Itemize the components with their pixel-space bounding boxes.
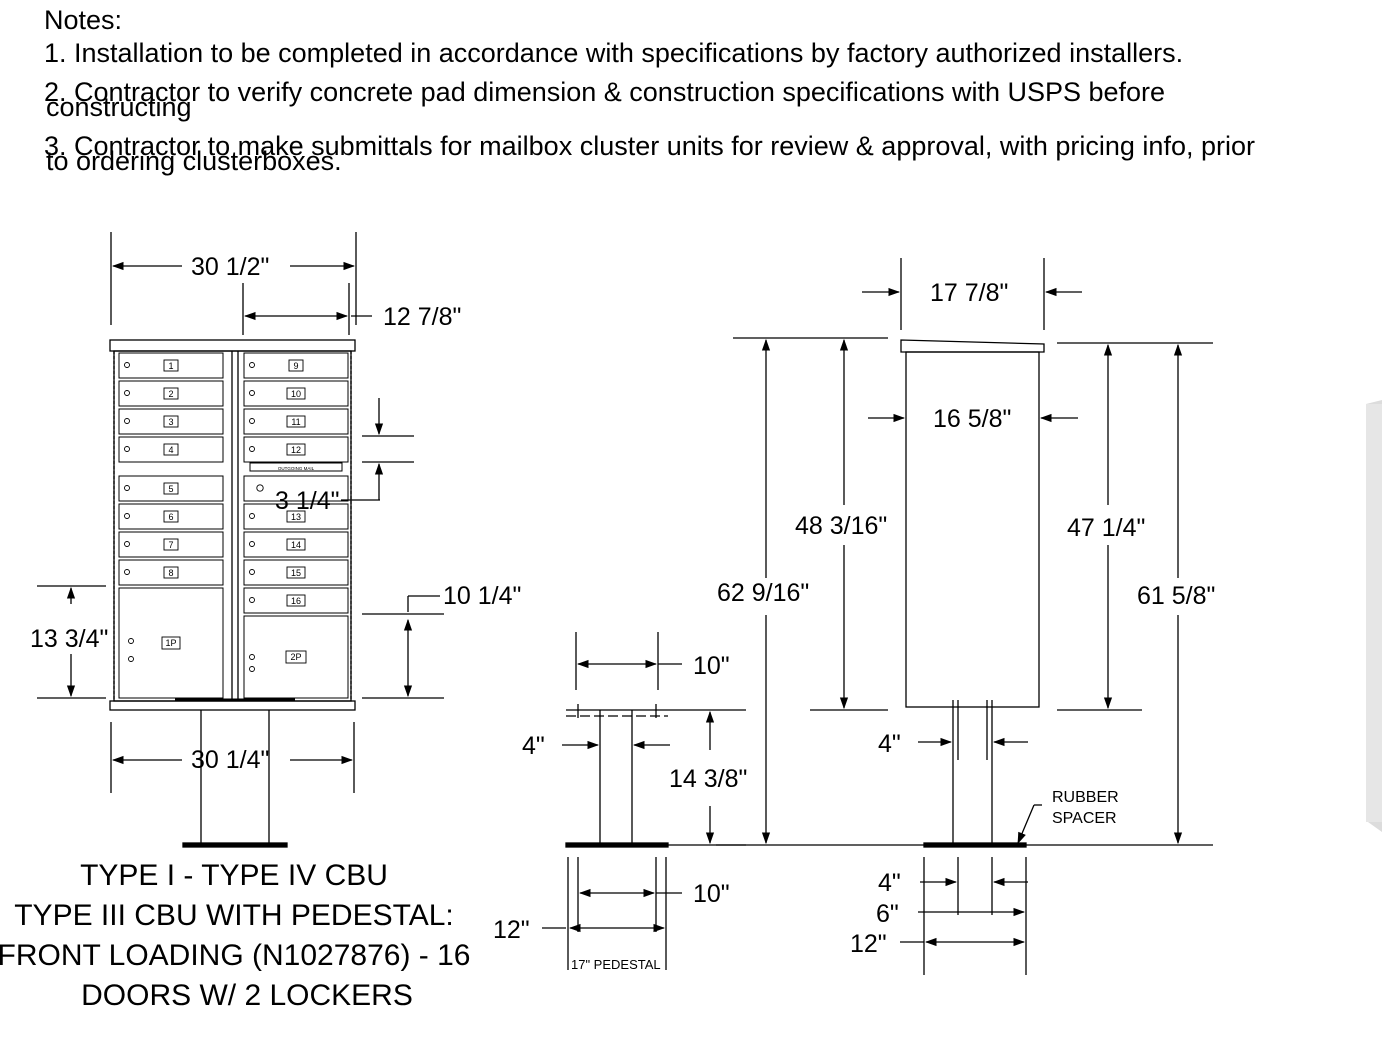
front-view-labels: 30 1/2" 12 7/8" 3 1/4" 10 1/4" 13 3/4" 3… (30, 253, 521, 774)
dim-parcel-right-height: 10 1/4" (443, 582, 521, 610)
rubber-spacer-label-1: RUBBER (1052, 789, 1119, 806)
dim-overall-height-left: 62 9/16" (717, 579, 809, 607)
door-number: 11 (291, 417, 300, 427)
door-number: 9 (293, 361, 298, 371)
pedestal-view (542, 632, 746, 970)
door-number: 13 (291, 512, 301, 522)
door-number: 1 (168, 361, 173, 371)
drawing-title: TYPE I - TYPE IV CBU TYPE III CBU WITH P… (0, 859, 470, 1012)
note-1: 1. Installation to be completed in accor… (44, 38, 1382, 68)
title-line-2: TYPE III CBU WITH PEDESTAL: (14, 899, 454, 932)
door-number: 3 (168, 417, 173, 427)
dim-pedestal-top-width: 10" (693, 652, 730, 680)
outgoing-mail-label: OUTGOING MAIL (278, 466, 315, 471)
dim-base-width: 30 1/4" (191, 746, 269, 774)
door-number: 6 (168, 512, 173, 522)
door-number: 14 (291, 540, 301, 550)
door-number: 5 (168, 484, 173, 494)
note-3-line-2: to ordering clusterboxes. (46, 146, 342, 176)
parcel-locker-number: 1P (165, 638, 176, 648)
dim-body-height-right: 47 1/4" (1067, 514, 1145, 542)
title-line-4: DOORS W/ 2 LOCKERS (81, 979, 413, 1012)
dim-pedestal-post-width: 4" (522, 732, 545, 760)
dim-base-post: 4" (878, 869, 901, 897)
note-2-line-2: constructing (46, 92, 192, 122)
dim-overall-height-right: 61 5/8" (1137, 582, 1215, 610)
note-1-line: 1. Installation to be completed in accor… (44, 38, 1184, 68)
dim-pedestal-base-width: 10" (693, 880, 730, 908)
title-line-3: FRONT LOADING (N1027876) - 16 (0, 939, 470, 972)
note-2-line-1: 2. Contractor to verify concrete pad dim… (44, 77, 1166, 107)
parcel-locker-number: 2P (290, 652, 301, 662)
dim-side-post-width: 4" (878, 730, 901, 758)
door-number: 7 (168, 540, 173, 550)
door-number: 15 (291, 568, 301, 578)
note-3-line-1: 3. Contractor to make submittals for mai… (44, 131, 1255, 161)
side-view-labels: 17 7/8" 16 5/8" 48 3/16" 62 9/16" 47 1/4… (717, 279, 1215, 958)
right-doors (243, 352, 349, 699)
dim-door-column-width: 12 7/8" (383, 303, 461, 331)
note-2: 2. Contractor to verify concrete pad dim… (44, 77, 1382, 122)
rubber-spacer-label-2: SPACER (1052, 810, 1117, 827)
dim-parcel-left-height: 13 3/4" (30, 625, 108, 653)
door-numbers: 1 2 3 4 5 6 7 8 1P 9 10 11 12 13 14 15 1… (165, 361, 314, 662)
dim-pedestal-base-depth: 12" (493, 916, 530, 944)
dim-body-height-left: 48 3/16" (795, 512, 887, 540)
door-number: 8 (168, 568, 173, 578)
pedestal-label: 17" PEDESTAL (571, 957, 661, 972)
title-line-1: TYPE I - TYPE IV CBU (80, 859, 388, 892)
door-number: 10 (291, 389, 301, 399)
note-3: 3. Contractor to make submittals for mai… (44, 131, 1382, 176)
dim-base-mid: 6" (876, 900, 899, 928)
notes-block: Notes: 1. Installation to be completed i… (44, 5, 1382, 188)
product-photo-fragment (1366, 400, 1382, 832)
side-view (716, 258, 1213, 975)
dim-cap-width: 17 7/8" (930, 279, 1008, 307)
front-view (37, 232, 444, 848)
dim-base-full: 12" (850, 930, 887, 958)
dim-body-width: 16 5/8" (933, 405, 1011, 433)
door-number: 2 (168, 389, 173, 399)
number-plates (161, 359, 307, 664)
dim-door-height: 3 1/4" (275, 487, 339, 515)
left-doors (118, 352, 224, 699)
pedestal-labels: 10" 4" 14 3/8" 10" 12" 17" PEDESTAL (493, 652, 747, 972)
dim-pedestal-height: 14 3/8" (669, 765, 747, 793)
dim-overall-width: 30 1/2" (191, 253, 269, 281)
door-number: 16 (291, 596, 301, 606)
door-number: 4 (168, 445, 173, 455)
door-number: 12 (291, 445, 301, 455)
notes-heading: Notes: (44, 5, 123, 35)
